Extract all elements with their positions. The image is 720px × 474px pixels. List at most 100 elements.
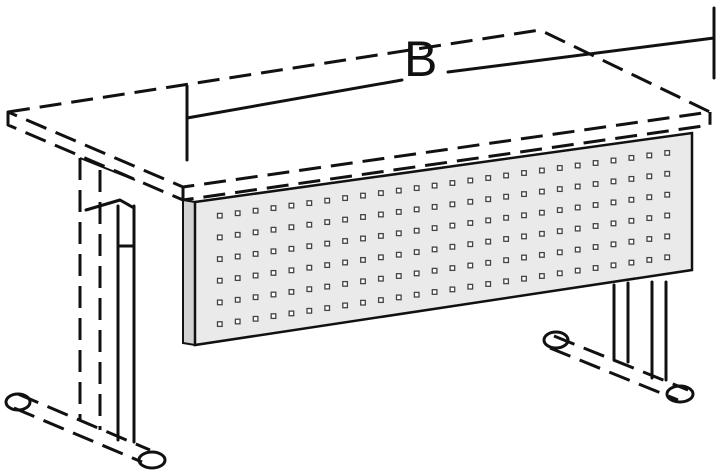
panel-hole	[413, 270, 420, 277]
panel-hole	[431, 203, 438, 210]
panel-hole	[377, 190, 384, 197]
panel-hole	[431, 267, 438, 274]
panel-hole	[646, 236, 653, 242]
panel-hole	[270, 313, 277, 320]
panel-hole	[538, 230, 545, 237]
panel-hole	[538, 188, 545, 195]
panel-hole	[485, 217, 492, 224]
right-leg-foot-rail-lower	[549, 346, 679, 402]
right-leg	[542, 280, 695, 404]
panel-hole	[646, 194, 653, 201]
panel-hole	[413, 206, 420, 213]
left-leg-glide-front	[137, 450, 167, 470]
panel-hole	[431, 182, 438, 189]
panel-hole	[574, 162, 581, 169]
panel-hole	[592, 244, 599, 250]
left-leg-foot-rail	[17, 392, 151, 452]
panel-hole	[306, 286, 313, 293]
panel-hole	[467, 198, 474, 205]
panel-hole	[360, 299, 366, 306]
panel-hole	[485, 175, 492, 181]
panel-hole	[413, 185, 420, 192]
panel-hole	[664, 191, 671, 198]
panel-hole	[538, 273, 545, 279]
panel-hole	[449, 265, 456, 272]
panel-hole	[252, 207, 259, 214]
panel-hole	[628, 217, 635, 224]
panel-hole	[646, 152, 653, 159]
panel-hole	[664, 212, 671, 219]
panel-hole	[485, 238, 492, 245]
panel-hole	[503, 172, 510, 179]
panel-hole	[270, 226, 277, 233]
panel-hole	[574, 204, 581, 211]
panel-hole	[234, 296, 241, 303]
panel-hole	[664, 233, 671, 240]
panel-hole	[216, 212, 223, 219]
panel-hole	[252, 272, 259, 279]
panel-hole	[377, 232, 384, 239]
panel-hole	[377, 275, 384, 282]
panel-hole	[449, 180, 456, 186]
panel-hole	[413, 227, 420, 234]
panel-hole	[610, 157, 617, 164]
panel-hole	[306, 264, 313, 271]
dimension-label-b: B	[404, 31, 437, 87]
panel-hole	[360, 256, 366, 263]
panel-hole	[395, 230, 402, 237]
panel-hole	[538, 209, 545, 216]
panel-hole	[503, 193, 510, 200]
left-leg-top-connector	[79, 157, 136, 181]
panel-hole	[270, 248, 277, 255]
panel-hole	[628, 154, 635, 161]
panel-hole	[431, 225, 438, 232]
panel-hole	[574, 246, 581, 253]
panel-hole	[288, 267, 295, 274]
panel-hole	[306, 221, 313, 228]
panel-hole	[610, 241, 617, 248]
panel-hole	[306, 243, 313, 250]
panel-hole	[592, 223, 599, 229]
left-leg-foot-rail-lower	[13, 406, 143, 464]
panel-hole	[324, 240, 331, 247]
panel-hole	[395, 187, 402, 194]
panel-hole	[467, 241, 474, 248]
panel-hole	[449, 201, 456, 208]
panel-hole	[521, 170, 527, 176]
right-leg-glide-front	[665, 384, 695, 404]
panel-hole	[610, 262, 617, 269]
panel-hole	[342, 302, 349, 309]
panel-hole	[377, 297, 384, 304]
dimension-line-right	[446, 36, 716, 74]
panel-hole	[467, 283, 474, 290]
panel-hole	[467, 220, 474, 226]
panel-hole	[664, 170, 671, 177]
panel-hole	[664, 149, 671, 156]
panel-hole	[556, 165, 563, 171]
panel-hole	[324, 219, 331, 226]
panel-hole	[270, 269, 277, 276]
panel-hole	[252, 315, 259, 322]
right-leg-glide-back	[542, 330, 570, 350]
panel-hole	[395, 251, 402, 258]
panel-hole	[610, 199, 617, 206]
panel-hole	[449, 222, 456, 229]
panel-hole	[556, 228, 563, 235]
panel-hole	[664, 254, 671, 261]
panel-hole	[521, 233, 527, 240]
panel-hole	[324, 305, 331, 312]
panel-hole	[503, 278, 510, 285]
panel-hole	[413, 291, 420, 298]
panel-hole	[288, 202, 295, 209]
panel-hole	[288, 245, 295, 252]
panel-hole	[592, 160, 599, 166]
panel-hole	[467, 177, 474, 184]
panel-hole	[288, 224, 295, 231]
desktop-top-outline	[6, 28, 712, 189]
right-leg-foot-rail	[553, 334, 689, 392]
panel-hole	[360, 278, 366, 285]
panel-hole	[431, 246, 438, 253]
panel-hole	[216, 277, 223, 284]
panel-hole	[395, 208, 402, 215]
left-leg-glide-back	[4, 392, 32, 412]
